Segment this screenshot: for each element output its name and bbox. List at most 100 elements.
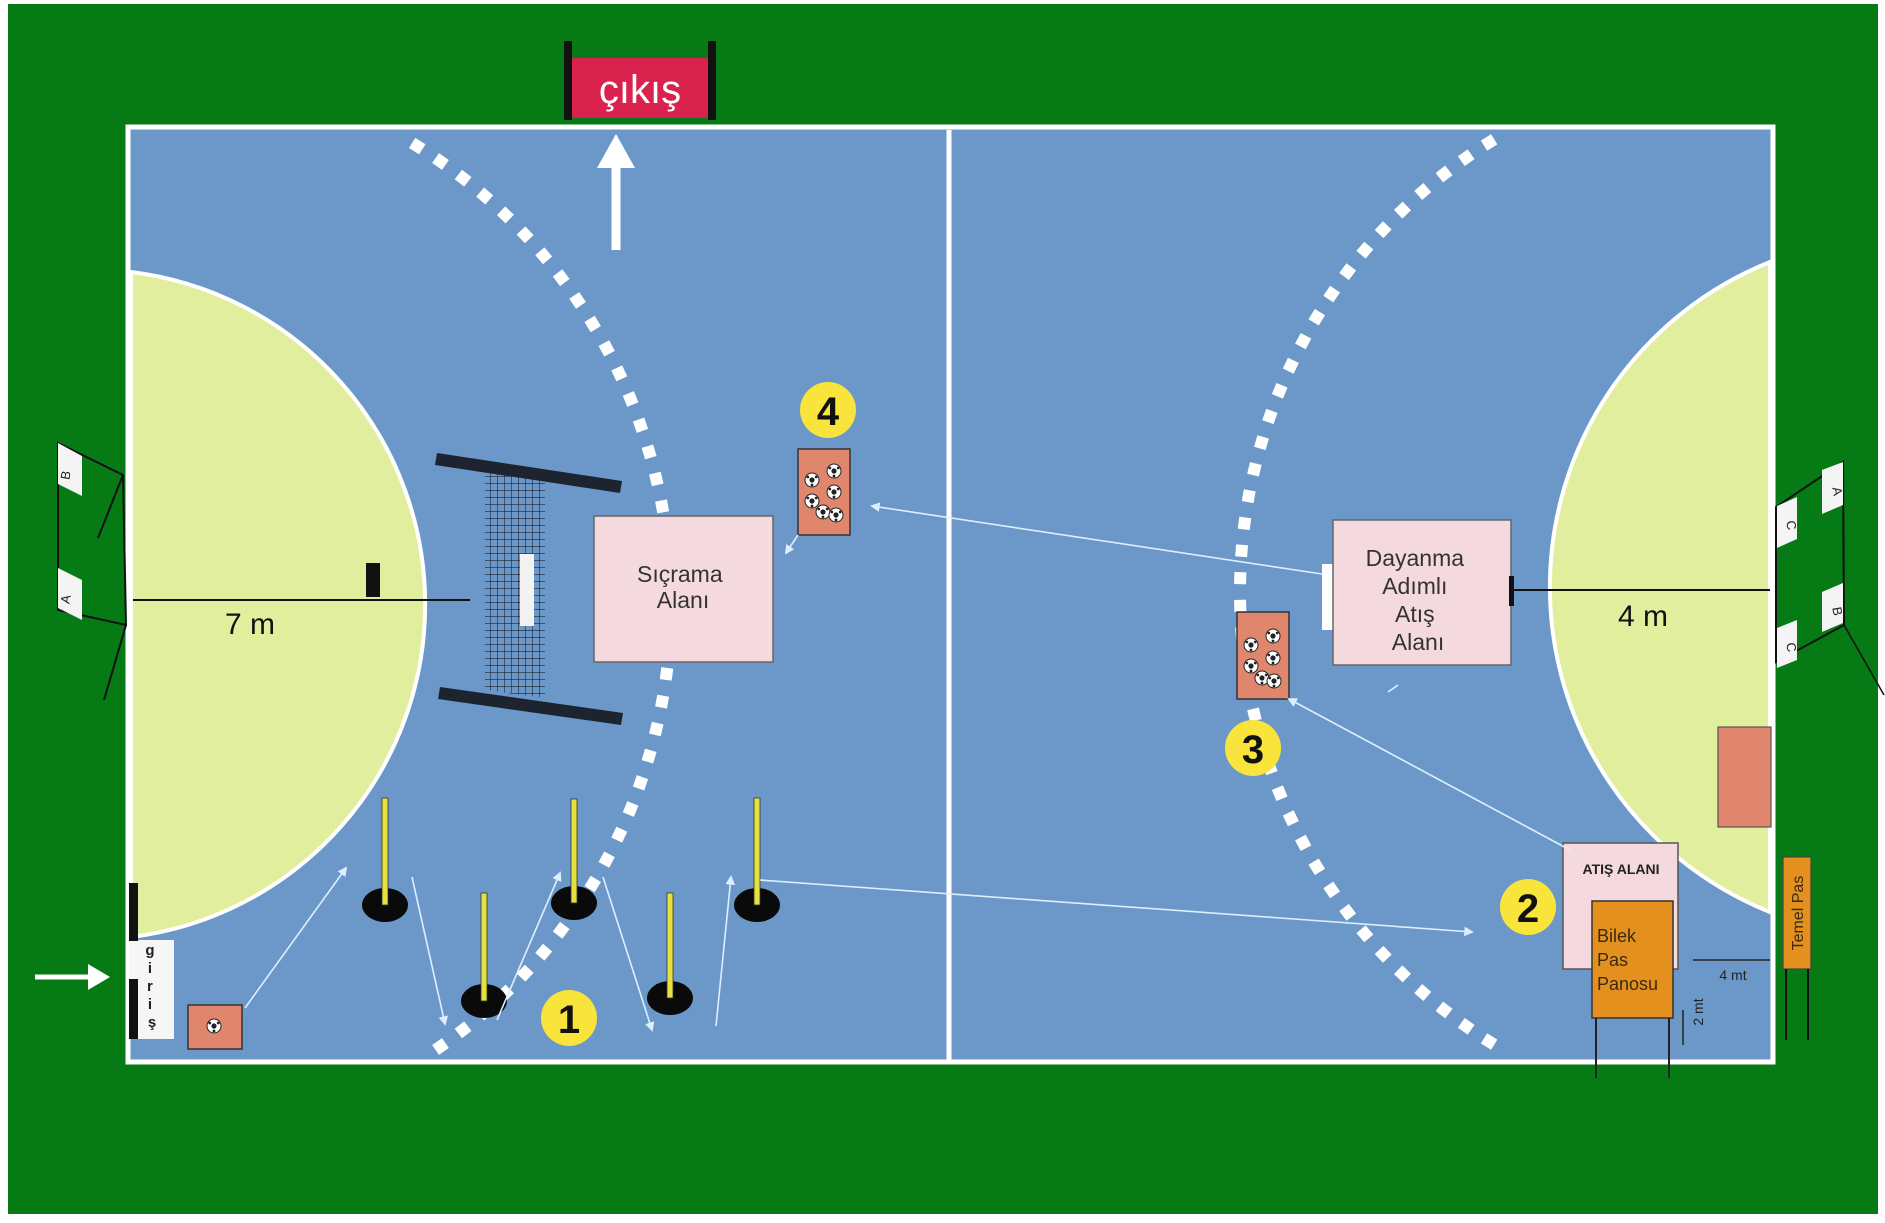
- left-dot: [655, 499, 670, 514]
- path-to-station-3: [1287, 698, 1571, 851]
- left-dot: [649, 721, 664, 737]
- right-dot: [1435, 1001, 1453, 1019]
- right-dot: [1271, 382, 1288, 399]
- right-dot: [1254, 435, 1269, 451]
- target-label-B: B: [57, 470, 73, 481]
- left-dot: [408, 137, 426, 155]
- right-dot: [1457, 149, 1475, 167]
- station-badge-2: 2: [1500, 879, 1556, 935]
- svg-text:1: 1: [558, 998, 580, 1042]
- path-to-jump-area: [784, 534, 799, 555]
- left-goal-area: [129, 269, 428, 940]
- ball-box-station-3: [1236, 611, 1290, 700]
- right-dot: [1282, 810, 1299, 827]
- hurdle-pole-icon: [551, 798, 597, 920]
- path-to-station-2: [759, 879, 1474, 937]
- svg-text:2: 2: [1517, 887, 1539, 931]
- right-target-frame: A C B C: [1775, 460, 1885, 696]
- path-start: [244, 866, 348, 1009]
- support-step-area-label: Dayanma Adımlı Atış Alanı: [1366, 545, 1471, 655]
- path-slalom-1: [411, 876, 449, 1026]
- basic-pass-board: [1782, 856, 1812, 970]
- right-dot: [1374, 221, 1392, 239]
- target-label-A: A: [57, 593, 73, 604]
- right-dot: [1308, 308, 1326, 326]
- right-dot: [1247, 462, 1262, 477]
- left-dot: [552, 269, 570, 287]
- left-dot: [569, 292, 586, 309]
- station-badge-3: 3: [1225, 720, 1281, 776]
- right-dot: [1414, 984, 1432, 1001]
- dimension-4mt-label: 4 mt: [1719, 967, 1746, 983]
- right-dot: [1295, 834, 1312, 852]
- left-dot: [454, 169, 472, 187]
- right-dot: [1241, 489, 1256, 504]
- jump-area-box: [593, 515, 774, 663]
- left-dot: [649, 471, 664, 487]
- wrist-pass-board: [1591, 900, 1674, 1019]
- right-dot: [1295, 332, 1312, 350]
- path-tick: [1387, 684, 1399, 693]
- station-badge-4: 4: [800, 382, 856, 438]
- right-dot: [1435, 165, 1453, 183]
- right-dot: [1414, 183, 1432, 200]
- basic-pass-label: Temel Pas: [1790, 876, 1807, 951]
- left-dot: [598, 851, 615, 868]
- support-step-marker: [1509, 576, 1514, 606]
- movement-paths: [244, 502, 1571, 1032]
- left-dot: [659, 667, 674, 681]
- path-slalom-3: [602, 876, 655, 1032]
- path-slalom-2: [496, 871, 562, 1021]
- shot-area-label: ATIŞ ALANI: [1583, 861, 1660, 877]
- right-dot: [1374, 945, 1392, 963]
- hurdle-pole-icon: [362, 797, 408, 922]
- right-dot: [1308, 858, 1326, 876]
- hurdle-pole-icon: [734, 797, 780, 922]
- exit-sign: çıkış: [564, 41, 716, 120]
- dimension-2mt-label: 2 mt: [1690, 998, 1706, 1025]
- entry-post-bottom: [129, 979, 138, 1039]
- left-dot: [584, 875, 601, 893]
- entry-label: g i r i ş: [145, 942, 158, 1031]
- left-dot: [632, 417, 649, 433]
- entry-arrow-icon: [35, 964, 110, 990]
- left-dot: [622, 801, 639, 817]
- left-dot: [535, 247, 553, 265]
- jump-net: [435, 453, 623, 725]
- right-dot: [1323, 285, 1341, 303]
- right-dot: [1480, 1033, 1498, 1050]
- path-slalom-4: [715, 875, 736, 1027]
- left-dot: [622, 391, 639, 407]
- left-dot: [632, 775, 649, 791]
- svg-text:3: 3: [1242, 728, 1264, 772]
- distance-7m-label: 7 m: [225, 608, 275, 641]
- left-dot: [516, 226, 534, 244]
- hurdle-pole-icon: [461, 892, 507, 1018]
- target-label-B-right: B: [1829, 606, 1845, 617]
- path-to-station-4: [870, 502, 1323, 575]
- right-dot: [1356, 241, 1374, 259]
- exit-arrow-icon: [597, 134, 635, 250]
- left-dot: [641, 444, 657, 460]
- left-dot: [432, 1038, 449, 1055]
- right-dot: [1235, 544, 1249, 558]
- right-dot: [1237, 516, 1252, 531]
- right-dot: [1271, 785, 1288, 802]
- left-target-frame: B A: [57, 441, 128, 701]
- right-dot: [1356, 925, 1374, 943]
- left-dot: [552, 921, 570, 939]
- right-dot: [1282, 357, 1299, 374]
- throw-mark: [366, 563, 380, 597]
- right-dot: [1262, 408, 1278, 425]
- support-step-area-box: [1332, 519, 1512, 666]
- left-dot: [496, 206, 514, 224]
- support-step-mark: [1322, 564, 1333, 630]
- slalom-poles: [362, 797, 780, 1018]
- right-dot: [1323, 881, 1341, 899]
- svg-text:4: 4: [817, 390, 840, 434]
- left-dot: [611, 365, 628, 382]
- left-dot: [535, 943, 553, 961]
- left-dot: [655, 694, 670, 709]
- left-dot: [454, 1021, 472, 1039]
